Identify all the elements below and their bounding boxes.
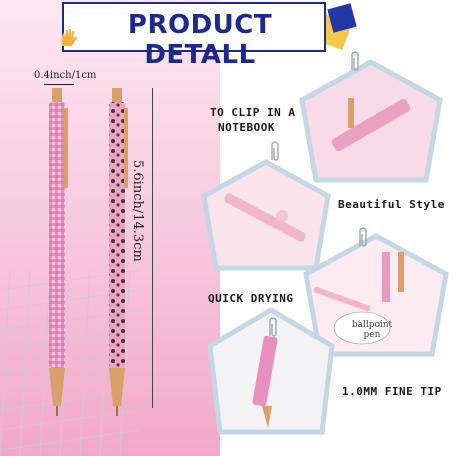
hand-icon [62,29,77,46]
paperclip-icon [359,227,367,247]
title-banner [62,2,326,52]
pink-pen-image [49,88,68,416]
leopard-pen-image [109,88,128,416]
feature-clip-label-line1: TO CLIP IN A [210,106,296,119]
feature-style-label: Beautiful Style [338,198,445,211]
feature-clip-label-line2: NOTEBOOK [218,121,275,134]
feature-drying-label: QUICK DRYING [208,292,294,305]
bubble-line2: pen [363,330,381,340]
banner-accent-blue [327,3,357,33]
width-dimension-line [44,84,74,85]
pentagon-clip-detail [299,59,443,183]
bubble-line1: ballpoint [351,320,393,330]
length-dimension-line [152,88,153,408]
pentagon-style-detail [201,159,331,271]
pentagon-tip-detail [207,307,335,435]
page-title: PRODUCT DETALL [127,10,273,70]
paperclip-icon [271,141,279,161]
paperclip-icon [269,317,277,337]
pentagon-drying-detail [303,233,449,357]
ballpoint-pen-note: ballpoint pen [350,320,394,340]
paperclip-icon [351,51,359,71]
width-dimension: 0.4inch/1cm [34,70,97,81]
feature-tip-label: 1.0MM FINE TIP [342,385,442,398]
